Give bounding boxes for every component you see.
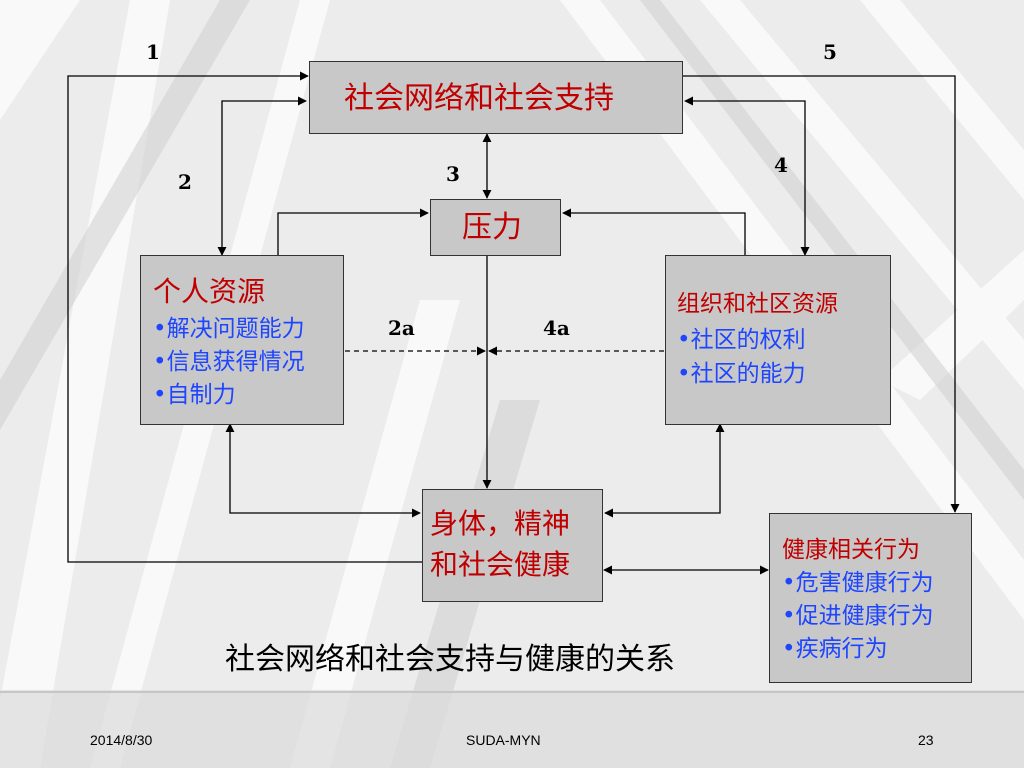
path-label-4: 4 [774,153,788,177]
footer-author: SUDA-MYN [466,732,541,748]
health-behavior-title: 健康相关行为 [782,537,920,563]
org-health-line [604,423,725,518]
social-support-box: 社会网络和社会支持 [309,61,683,134]
org-community-title: 组织和社区资源 [677,291,838,317]
org-community-item: •社区的能力 [677,361,806,387]
health-behavior-item: •危害健康行为 [782,570,934,596]
path-label-3: 3 [446,162,460,186]
org-community-box: 组织和社区资源 •社区的权利 •社区的能力 [665,255,891,425]
path-label-5: 5 [823,40,837,64]
health-behavior-item: •疾病行为 [782,636,888,662]
health-behavior-box: 健康相关行为 •危害健康行为 •促进健康行为 •疾病行为 [769,513,972,683]
path-label-4a: 4a [543,316,570,340]
stress-box: 压力 [430,199,561,256]
stress-title: 压力 [462,210,522,245]
health-behavior-item: •促进健康行为 [782,603,934,629]
personal-resources-item: •信息获得情况 [153,349,305,375]
health-title-line2: 和社会健康 [430,548,571,581]
path-4-line [684,96,810,256]
org-to-stress-line [562,208,746,255]
social-support-title: 社会网络和社会支持 [344,81,614,116]
footer-page-number: 23 [918,732,934,748]
health-box: 身体，精神 和社会健康 [422,489,603,602]
personal-to-stress-line [277,208,429,255]
path-5-line [683,75,960,513]
path-label-2: 2 [178,170,192,194]
footer-date: 2014/8/30 [90,732,153,748]
path-label-2a: 2a [388,316,415,340]
personal-health-line [225,423,421,518]
personal-resources-item: •解决问题能力 [153,316,305,342]
personal-resources-title: 个人资源 [153,275,266,308]
health-title-line1: 身体，精神 [430,507,571,540]
personal-resources-box: 个人资源 •解决问题能力 •信息获得情况 •自制力 [140,255,344,425]
path-2-line [217,96,307,256]
personal-resources-item: •自制力 [153,382,236,408]
path-1-line [67,71,422,563]
org-community-item: •社区的权利 [677,327,806,353]
diagram-caption: 社会网络和社会支持与健康的关系 [225,642,675,677]
path-label-1: 1 [146,40,160,64]
